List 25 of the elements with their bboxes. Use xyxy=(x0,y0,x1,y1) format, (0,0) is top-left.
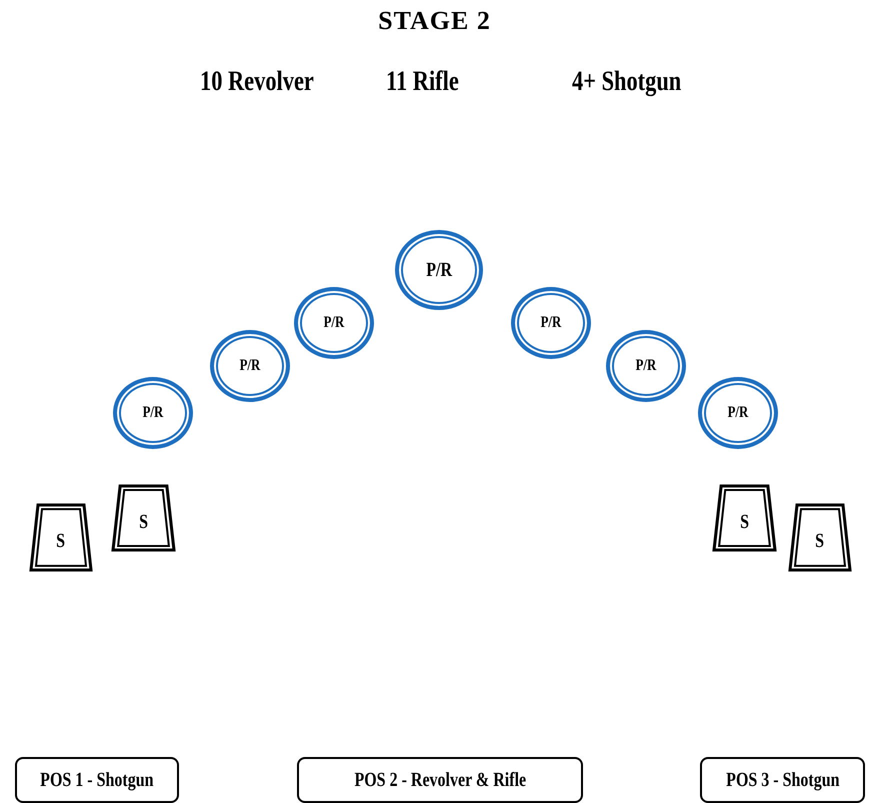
shotgun-target xyxy=(712,484,777,552)
target-label: P/R xyxy=(540,314,562,332)
target-label: S xyxy=(139,510,148,534)
position-label: POS 1 - Shotgun xyxy=(40,768,154,792)
round-count: 11 Rifle xyxy=(386,66,459,98)
position-box xyxy=(15,757,179,803)
target-label: P/R xyxy=(728,404,748,422)
target-label: P/R xyxy=(426,258,452,282)
position-box xyxy=(297,757,583,803)
target-label: P/R xyxy=(636,357,656,375)
round-count: 10 Revolver xyxy=(200,66,314,98)
target-label: P/R xyxy=(240,357,260,375)
round-count: 4+ Shotgun xyxy=(572,66,682,98)
position-box xyxy=(700,757,865,803)
shotgun-target xyxy=(788,503,852,572)
target-label: S xyxy=(56,530,66,553)
shotgun-target xyxy=(111,484,176,552)
target-label: S xyxy=(816,530,824,553)
shotgun-target xyxy=(29,503,93,572)
target-label: S xyxy=(740,510,749,534)
target-label: P/R xyxy=(324,314,344,332)
position-label: POS 3 - Shotgun xyxy=(726,768,840,792)
stage-title: STAGE 2 xyxy=(378,6,491,36)
position-label: POS 2 - Revolver & Rifle xyxy=(354,768,526,792)
target-label: P/R xyxy=(142,404,164,422)
